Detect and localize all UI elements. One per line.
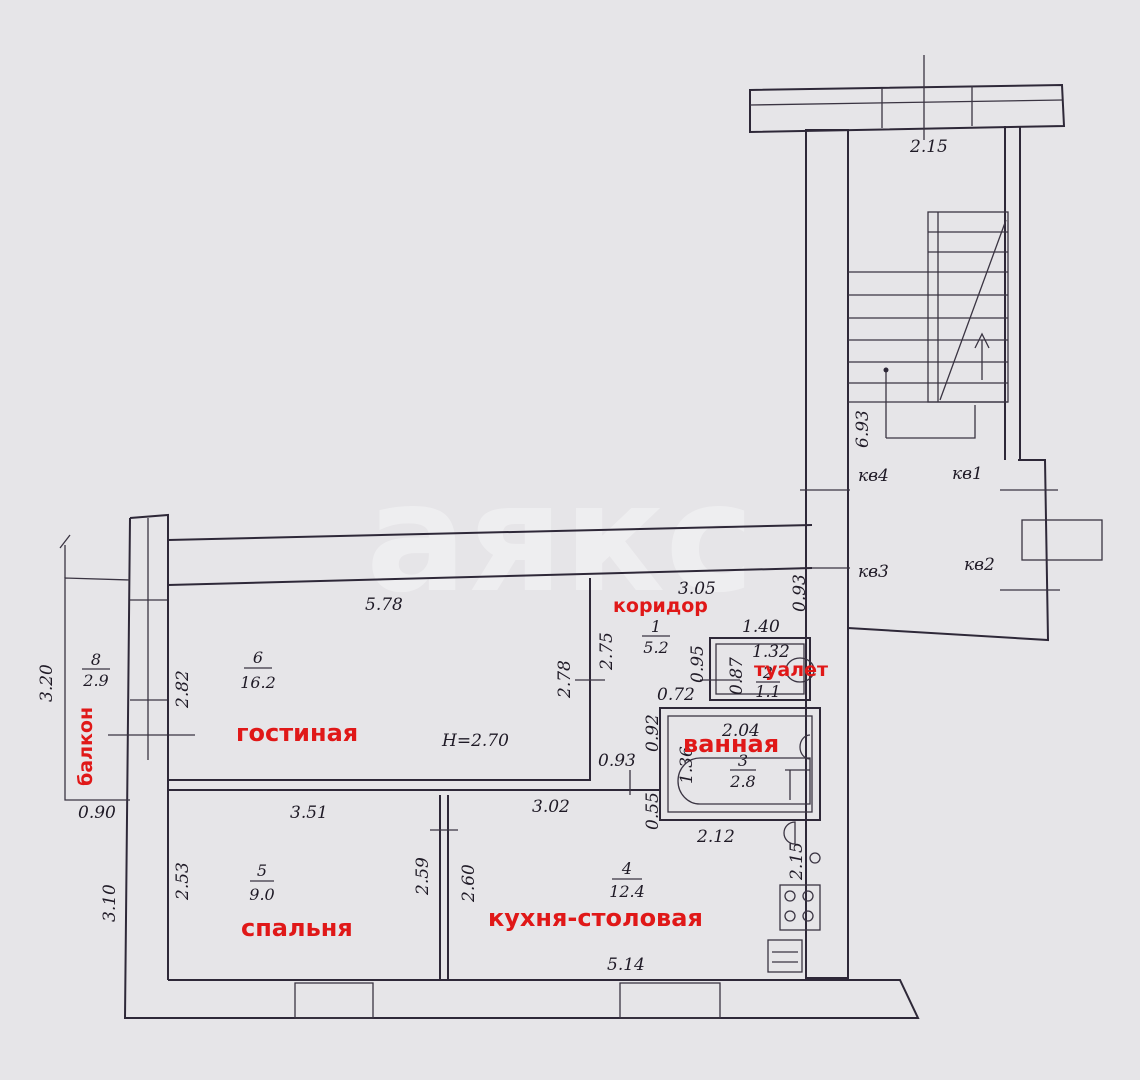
- dim-balcony-width: 0.90: [78, 803, 116, 823]
- dim-bath-bottom: 2.12: [696, 827, 735, 847]
- dim-landing: 0.93: [790, 574, 810, 612]
- dim-living-right2: 2.75: [597, 632, 617, 671]
- room-name-balcony: балкон: [75, 707, 97, 786]
- apartment-walls: [59, 513, 920, 1019]
- watermark: аякс: [366, 452, 754, 626]
- apartment-markers: кв4 кв1 кв3 кв2: [858, 464, 995, 582]
- dim-bath-092: 0.92: [643, 714, 663, 752]
- dim-living-right: 2.78: [555, 660, 575, 699]
- room-name-corridor: коридор: [613, 595, 708, 617]
- dim-bath-055: 0.55: [643, 792, 663, 830]
- dim-bedroom-width: 3.51: [290, 803, 328, 823]
- room-name-kitchen: кухня-столовая: [488, 904, 703, 932]
- room-name-bathroom: ванная: [683, 730, 779, 758]
- bedroom-number: 5: [257, 861, 267, 880]
- room-name-bedroom: спальня: [241, 914, 353, 942]
- dim-bedroom-right: 2.59: [413, 857, 433, 896]
- toilet-area: 1.1: [755, 682, 780, 701]
- dim-lower-left: 3.10: [100, 884, 120, 922]
- corridor-number: 1: [651, 617, 661, 636]
- dim-stair-length: 6.93: [853, 410, 873, 448]
- dim-toilet-h2: 0.87: [727, 657, 747, 695]
- room-name-toilet: туалет: [754, 659, 828, 681]
- dim-door-072: 0.72: [657, 685, 695, 705]
- dim-living-width: 5.78: [365, 595, 403, 615]
- kitchen-number: 4: [621, 859, 632, 878]
- bathroom-area: 2.8: [729, 772, 755, 791]
- dim-bath-width: 2.04: [721, 721, 760, 741]
- living-area: 16.2: [240, 673, 276, 692]
- apt-kv4: кв4: [858, 466, 889, 486]
- dim-bath-136: 1.36: [677, 746, 697, 784]
- bedroom-area: 9.0: [249, 885, 274, 904]
- dim-balcony-height: 3.20: [37, 664, 57, 702]
- room-name-living: гостиная: [236, 719, 358, 747]
- room-areas: 6 16.2 H=2.70 5 9.0 4 12.4 1 5.2 2 1.1 3…: [82, 617, 781, 904]
- dim-corridor-width: 3.05: [678, 579, 716, 599]
- bathroom-number: 3: [738, 751, 748, 770]
- dim-stair-width: 2.15: [909, 137, 948, 157]
- balcony-number: 8: [91, 650, 101, 669]
- dim-kitchen-width: 3.02: [532, 797, 570, 817]
- dim-toilet-outer: 1.40: [742, 617, 780, 637]
- living-number: 6: [253, 648, 263, 667]
- dim-living-left: 2.82: [173, 670, 193, 709]
- apt-kv3: кв3: [858, 562, 889, 582]
- kitchen-area: 12.4: [609, 882, 645, 901]
- apt-kv2: кв2: [964, 555, 995, 575]
- dim-door-093: 0.93: [598, 751, 636, 771]
- dim-toilet-inner: 1.32: [752, 642, 790, 662]
- dim-toilet-h1: 0.95: [688, 645, 708, 683]
- height-label: H=2.70: [441, 731, 509, 751]
- corridor-area: 5.2: [643, 638, 668, 657]
- dim-kitchen-bottom: 5.14: [607, 955, 645, 975]
- dim-kitchen-left: 2.60: [459, 864, 479, 903]
- staircase: [749, 55, 1103, 979]
- dimensions: 2.15 6.93 0.93 5.78 2.82 2.78 2.75 3.05 …: [37, 137, 948, 975]
- balcony-area: 2.9: [82, 671, 108, 690]
- toilet-number: 2: [762, 663, 773, 682]
- room-names: гостиная спальня кухня-столовая коридор …: [75, 595, 828, 942]
- dim-bedroom-left: 2.53: [173, 862, 193, 901]
- dim-kitchen-215: 2.15: [787, 842, 807, 881]
- apt-kv1: кв1: [952, 464, 983, 484]
